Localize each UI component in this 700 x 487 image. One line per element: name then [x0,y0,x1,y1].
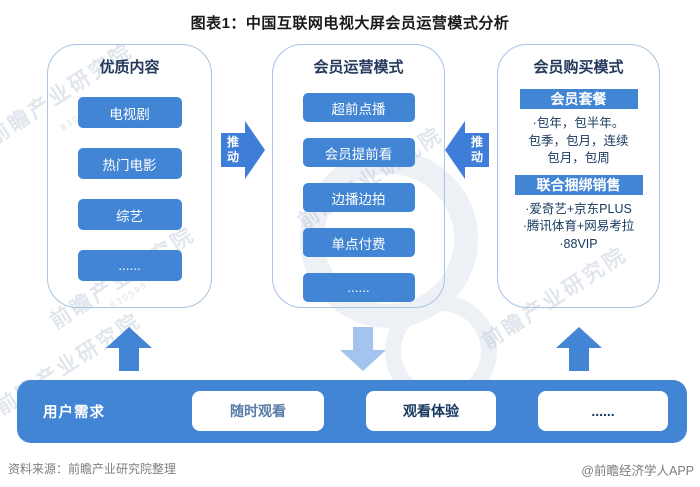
up-arrow-icon [106,327,152,371]
push-arrow-left-label: 推 动 [470,135,483,164]
need-item-ellipsis: ...... [538,391,668,431]
purchase-bundle-options: ·爱奇艺+京东PLUS ·腾讯体育+网易考拉 ·88VIP [522,201,635,251]
source-note: 资料来源：前瞻产业研究院整理 [8,462,177,476]
content-item-ellipsis: ...... [77,250,182,281]
operation-item-pay-per-view: 单点付费 [302,228,415,257]
purchase-package-options: ·包年，包半年。 包季，包月，连续 包月，包周 [528,116,629,165]
operation-item-ellipsis: ...... [302,273,415,302]
panel-member-purchase-header: 会员购买模式 [533,59,624,76]
figure-title: 图表1：中国互联网电视大屏会员运营模式分析 [190,15,510,32]
panel-quality-content: 优质内容 电视剧 热门电影 综艺 ...... [47,44,212,308]
operation-item-advance-ondemand: 超前点播 [302,93,415,122]
push-arrow-right-label: 推 动 [226,135,239,164]
purchase-section-bundle-bar: 联合捆绑销售 [514,174,643,195]
content-item-hot-movies: 热门电影 [77,148,182,179]
user-needs-label: 用户需求 [43,405,105,421]
content-item-variety: 综艺 [77,199,182,230]
panel-member-purchase: 会员购买模式 会员套餐 ·包年，包半年。 包季，包月，连续 包月，包周 联合捆绑… [497,44,660,308]
panel-member-operation-header: 会员运营模式 [313,59,404,76]
operation-item-member-early-watch: 会员提前看 [302,138,415,167]
panel-member-operation: 会员运营模式 超前点播 会员提前看 边播边拍 单点付费 ...... [272,44,445,308]
need-item-viewing-experience: 观看体验 [366,391,496,431]
push-arrow-left-icon [445,121,489,179]
purchase-section-package-bar: 会员套餐 [519,89,638,109]
content-item-tv-series: 电视剧 [77,97,182,128]
up-arrow-icon [556,327,602,371]
operation-item-shoot-while-airing: 边播边拍 [302,183,415,212]
push-arrow-right-icon [221,121,265,179]
user-needs-bar: 用户需求 随时观看 观看体验 ...... [17,380,687,443]
need-item-watch-anytime: 随时观看 [192,391,324,431]
brand-credit: @前瞻经济学人APP [581,464,694,478]
panel-quality-content-header: 优质内容 [99,59,160,76]
down-arrow-icon [340,327,386,371]
